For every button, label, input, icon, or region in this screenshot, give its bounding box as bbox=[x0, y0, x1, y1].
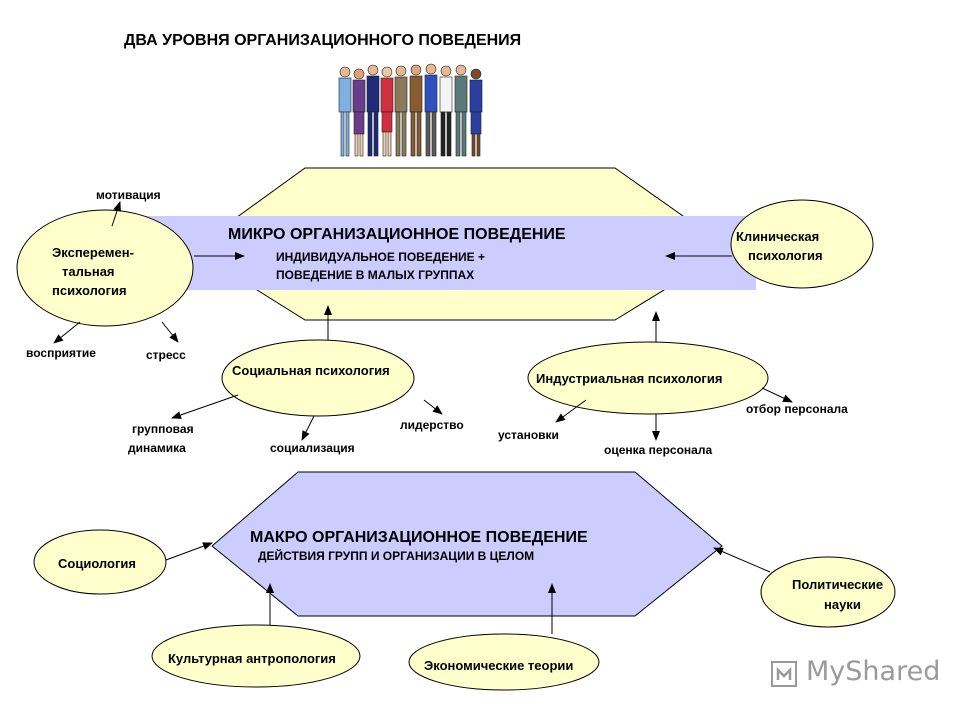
clinical-label-2: психология bbox=[748, 248, 823, 263]
arrow-to-perception bbox=[53, 321, 81, 344]
arrow-to-selection bbox=[761, 387, 793, 403]
arrow-political-to-macro bbox=[713, 547, 771, 573]
oval-political-science bbox=[760, 556, 896, 628]
oval-industrial-psychology bbox=[527, 341, 769, 415]
oval-experimental-psychology bbox=[16, 209, 194, 327]
myshared-logo-icon bbox=[771, 661, 797, 687]
arrow-to-leadership bbox=[423, 399, 443, 415]
micro-heading: МИКРО ОРГАНИЗАЦИОННОЕ ПОВЕДЕНИЕ bbox=[228, 226, 566, 243]
oval-sociology bbox=[33, 529, 167, 595]
label-leadership: лидерство bbox=[400, 418, 464, 432]
arrow-to-attitudes bbox=[555, 399, 587, 423]
social-psychology-label: Социальная психология bbox=[232, 363, 390, 378]
experimental-label-2: тальная bbox=[62, 264, 115, 279]
arrow-sociology-to-macro bbox=[165, 542, 213, 561]
label-group-dynamics-1: групповая bbox=[132, 422, 194, 436]
arrow-to-group-dynamics bbox=[171, 394, 239, 419]
oval-economic-theories bbox=[408, 633, 600, 691]
economic-theories-label: Экономические теории bbox=[424, 658, 574, 673]
political-label-2: науки bbox=[824, 597, 861, 612]
oval-social-psychology bbox=[221, 339, 415, 417]
label-motivation: мотивация bbox=[96, 188, 161, 202]
label-socialization: социализация bbox=[270, 441, 355, 455]
political-label-1: Политические bbox=[792, 577, 884, 592]
arrow-to-socialization bbox=[301, 415, 315, 441]
experimental-label-3: психология bbox=[52, 283, 127, 298]
label-selection: отбор персонала bbox=[746, 402, 848, 416]
label-stress: стресс bbox=[146, 348, 186, 362]
macro-heading: МАКРО ОРГАНИЗАЦИОННОЕ ПОВЕДЕНИЕ bbox=[250, 529, 588, 546]
label-attitudes: установки bbox=[498, 428, 559, 442]
macro-line-1: ДЕЙСТВИЯ ГРУПП И ОРГАНИЗАЦИИ В ЦЕЛОМ bbox=[258, 549, 535, 563]
arrow-to-motivation bbox=[111, 201, 121, 227]
page-title: ДВА УРОВНЯ ОРГАНИЗАЦИОННОГО ПОВЕДЕНИЯ bbox=[124, 32, 522, 49]
micro-line-1: ИНДИВИДУАЛЬНОЕ ПОВЕДЕНИЕ + bbox=[276, 250, 486, 264]
experimental-label-1: Эксперемен- bbox=[52, 245, 134, 260]
label-perception: восприятие bbox=[26, 346, 96, 360]
industrial-psychology-label: Индустриальная психология bbox=[536, 371, 723, 386]
arrow-to-stress bbox=[161, 321, 179, 343]
people-group-illustration bbox=[338, 63, 483, 157]
cultural-anthropology-label: Культурная антропология bbox=[168, 651, 336, 666]
oval-clinical-psychology bbox=[730, 199, 874, 289]
clinical-label-1: Клиническая bbox=[736, 229, 820, 244]
label-evaluation: оценка персонала bbox=[604, 443, 713, 457]
sociology-label: Социология bbox=[58, 556, 136, 571]
watermark-text: MyShared bbox=[806, 656, 941, 687]
micro-line-2: ПОВЕДЕНИЕ В МАЛЫХ ГРУППАХ bbox=[276, 268, 475, 282]
oval-cultural-anthropology bbox=[151, 624, 361, 688]
label-group-dynamics-2: динамика bbox=[128, 441, 186, 455]
